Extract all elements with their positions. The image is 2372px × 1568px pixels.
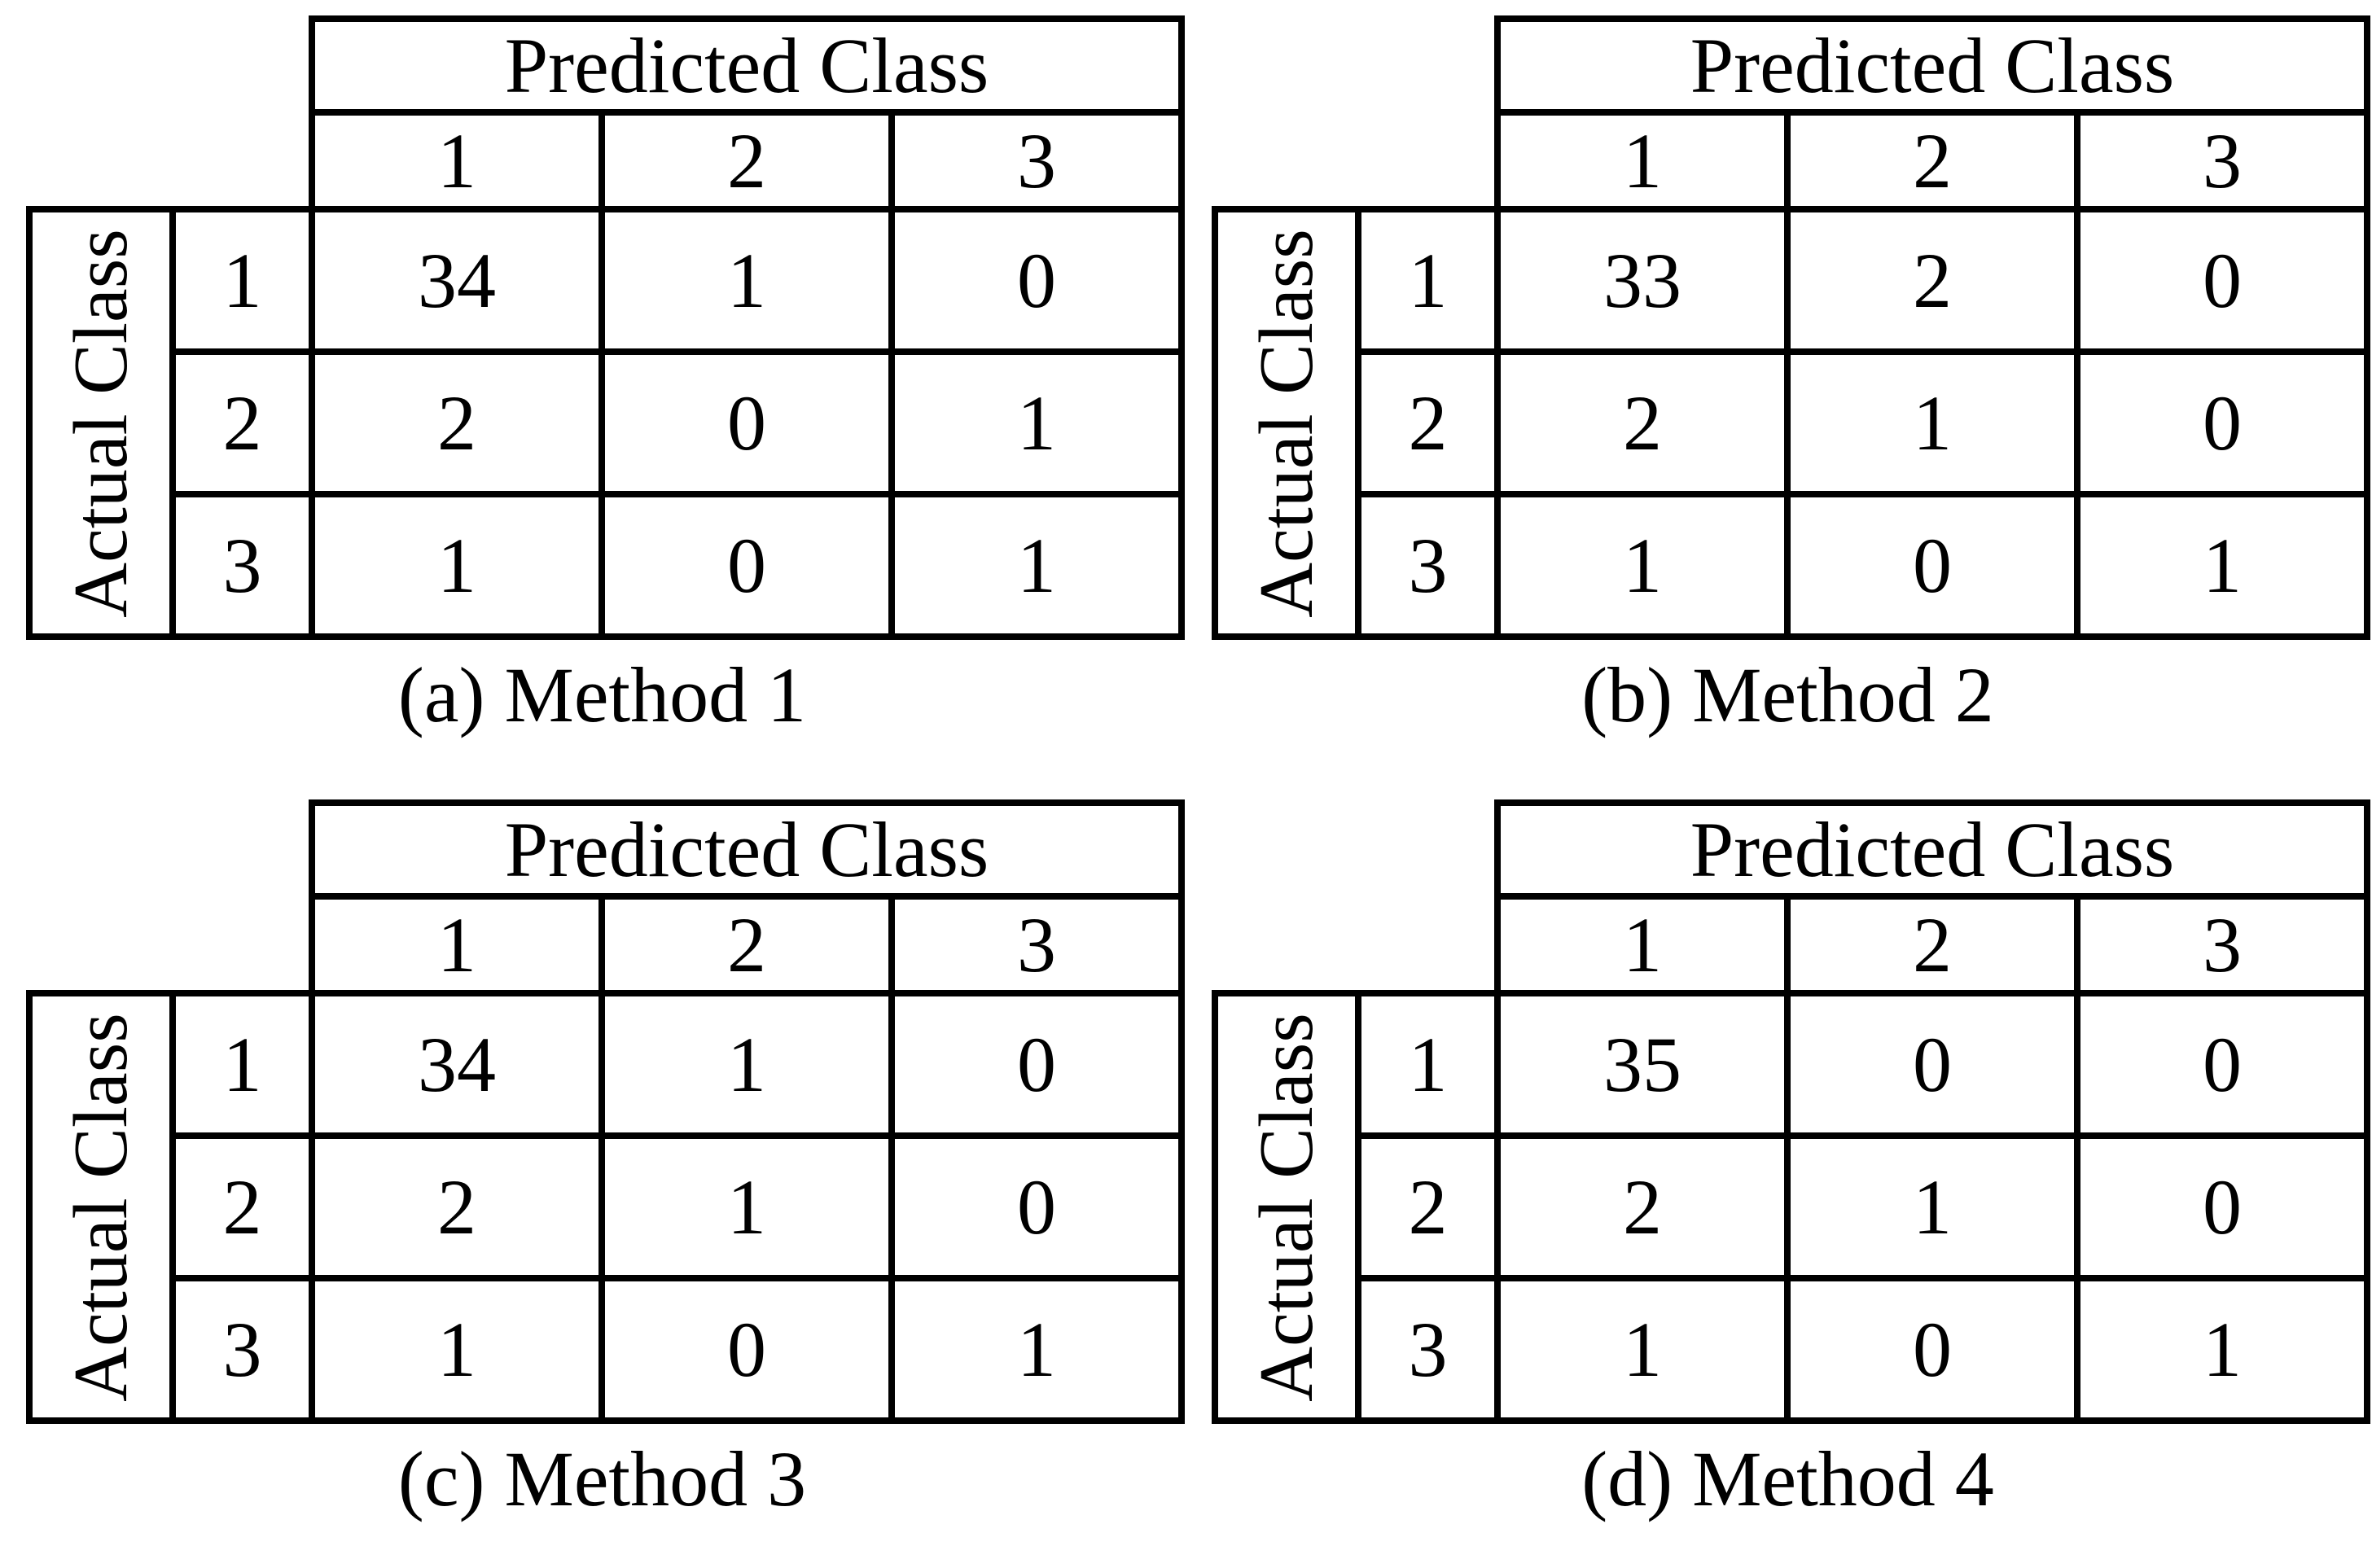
corner-spacer xyxy=(29,19,312,209)
corner-spacer xyxy=(1215,803,1497,993)
matrix-cell-1-1: 33 xyxy=(1494,206,1791,355)
matrix-cell-1-3: 0 xyxy=(2074,990,2370,1139)
predicted-class-1-label: 1 xyxy=(309,893,605,996)
panel-method-1: Predicted Class 1 2 3 Actual Class 1 34 … xyxy=(0,0,1186,784)
actual-class-2-label: 2 xyxy=(1355,348,1501,497)
actual-class-2-label: 2 xyxy=(1355,1132,1501,1281)
actual-class-3-label: 3 xyxy=(169,1275,315,1424)
predicted-class-header: Predicted Class xyxy=(1494,799,2370,900)
panel-method-2: Predicted Class 1 2 3 Actual Class 1 33 … xyxy=(1186,0,2372,784)
matrix-cell-2-3: 0 xyxy=(2074,348,2370,497)
actual-class-1-label: 1 xyxy=(169,206,315,355)
confusion-matrix-table-b: Predicted Class 1 2 3 Actual Class 1 33 … xyxy=(1212,15,2370,640)
predicted-class-1-label: 1 xyxy=(1494,109,1791,212)
predicted-class-header: Predicted Class xyxy=(309,799,1185,900)
matrix-cell-3-2: 0 xyxy=(1784,1275,2080,1424)
predicted-class-2-label: 2 xyxy=(598,109,895,212)
matrix-cell-2-1: 2 xyxy=(1494,348,1791,497)
predicted-class-3-label: 3 xyxy=(888,109,1185,212)
actual-class-3-label: 3 xyxy=(169,491,315,640)
matrix-cell-3-2: 0 xyxy=(1784,491,2080,640)
matrix-cell-2-3: 0 xyxy=(2074,1132,2370,1281)
corner-spacer xyxy=(29,803,312,993)
matrix-cell-3-1: 1 xyxy=(309,1275,605,1424)
predicted-class-3-label: 3 xyxy=(2074,109,2370,212)
matrix-cell-2-3: 1 xyxy=(888,348,1185,497)
matrix-cell-2-3: 0 xyxy=(888,1132,1185,1281)
subfigure-caption-a: (a) Method 1 xyxy=(397,651,807,738)
matrix-cell-1-3: 0 xyxy=(2074,206,2370,355)
predicted-class-2-label: 2 xyxy=(1784,109,2080,212)
matrix-cell-3-3: 1 xyxy=(888,491,1185,640)
actual-class-1-label: 1 xyxy=(1355,206,1501,355)
matrix-cell-3-1: 1 xyxy=(309,491,605,640)
predicted-class-2-label: 2 xyxy=(598,893,895,996)
actual-class-header: Actual Class xyxy=(26,206,176,640)
matrix-cell-2-2: 0 xyxy=(598,348,895,497)
matrix-cell-2-1: 2 xyxy=(309,348,605,497)
matrix-cell-2-1: 2 xyxy=(309,1132,605,1281)
actual-class-header-text: Actual Class xyxy=(59,228,143,618)
matrix-cell-1-2: 2 xyxy=(1784,206,2080,355)
confusion-matrix-table-c: Predicted Class 1 2 3 Actual Class 1 34 … xyxy=(26,799,1185,1424)
matrix-cell-1-1: 34 xyxy=(309,206,605,355)
matrix-cell-1-3: 0 xyxy=(888,990,1185,1139)
predicted-class-1-label: 1 xyxy=(309,109,605,212)
actual-class-3-label: 3 xyxy=(1355,1275,1501,1424)
matrix-cell-3-3: 1 xyxy=(2074,1275,2370,1424)
matrix-cell-2-2: 1 xyxy=(598,1132,895,1281)
actual-class-header: Actual Class xyxy=(1212,990,1361,1424)
actual-class-3-label: 3 xyxy=(1355,491,1501,640)
actual-class-header: Actual Class xyxy=(1212,206,1361,640)
matrix-cell-2-2: 1 xyxy=(1784,348,2080,497)
panel-method-3: Predicted Class 1 2 3 Actual Class 1 34 … xyxy=(0,784,1186,1568)
matrix-cell-3-1: 1 xyxy=(1494,491,1791,640)
matrix-cell-1-2: 1 xyxy=(598,206,895,355)
predicted-class-header: Predicted Class xyxy=(309,15,1185,116)
actual-class-2-label: 2 xyxy=(169,1132,315,1281)
predicted-class-1-label: 1 xyxy=(1494,893,1791,996)
matrix-cell-1-1: 35 xyxy=(1494,990,1791,1139)
predicted-class-header: Predicted Class xyxy=(1494,15,2370,116)
confusion-matrix-table-d: Predicted Class 1 2 3 Actual Class 1 35 … xyxy=(1212,799,2370,1424)
matrix-cell-3-2: 0 xyxy=(598,1275,895,1424)
matrix-cell-1-2: 1 xyxy=(598,990,895,1139)
matrix-cell-1-3: 0 xyxy=(888,206,1185,355)
matrix-cell-3-2: 0 xyxy=(598,491,895,640)
matrix-cell-2-1: 2 xyxy=(1494,1132,1791,1281)
actual-class-header-text: Actual Class xyxy=(1244,228,1329,618)
matrix-cell-3-3: 1 xyxy=(888,1275,1185,1424)
matrix-cell-3-1: 1 xyxy=(1494,1275,1791,1424)
predicted-class-3-label: 3 xyxy=(888,893,1185,996)
actual-class-header: Actual Class xyxy=(26,990,176,1424)
subfigure-caption-b: (b) Method 2 xyxy=(1581,651,1994,738)
subfigure-caption-d: (d) Method 4 xyxy=(1581,1435,1994,1522)
matrix-cell-3-3: 1 xyxy=(2074,491,2370,640)
predicted-class-2-label: 2 xyxy=(1784,893,2080,996)
matrix-cell-2-2: 1 xyxy=(1784,1132,2080,1281)
matrix-cell-1-2: 0 xyxy=(1784,990,2080,1139)
predicted-class-3-label: 3 xyxy=(2074,893,2370,996)
actual-class-2-label: 2 xyxy=(169,348,315,497)
corner-spacer xyxy=(1215,19,1497,209)
confusion-matrix-table-a: Predicted Class 1 2 3 Actual Class 1 34 … xyxy=(26,15,1185,640)
actual-class-1-label: 1 xyxy=(169,990,315,1139)
subfigure-caption-c: (c) Method 3 xyxy=(397,1435,807,1522)
actual-class-1-label: 1 xyxy=(1355,990,1501,1139)
actual-class-header-text: Actual Class xyxy=(1244,1012,1329,1402)
panel-method-4: Predicted Class 1 2 3 Actual Class 1 35 … xyxy=(1186,784,2372,1568)
actual-class-header-text: Actual Class xyxy=(59,1012,143,1402)
matrix-cell-1-1: 34 xyxy=(309,990,605,1139)
